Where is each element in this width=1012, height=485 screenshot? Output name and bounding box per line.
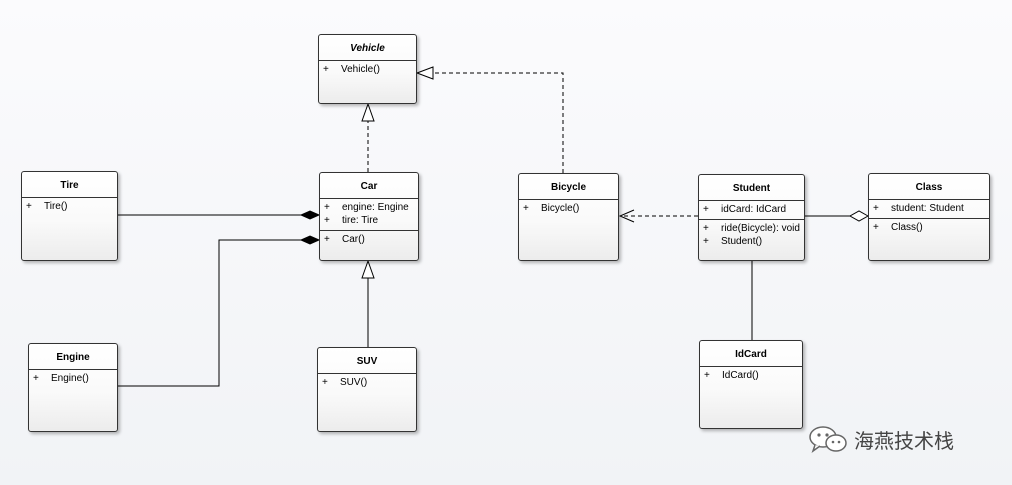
class-engine[interactable]: Engine + Engine() <box>28 343 118 432</box>
operation-text: Class() <box>891 222 923 233</box>
class-name: Student <box>699 175 804 201</box>
operation-row: + Engine() <box>29 372 117 385</box>
student-class-aggregation[interactable] <box>805 210 870 222</box>
operations-section: + Tire() <box>22 198 117 216</box>
realization-arrowhead <box>415 66 434 80</box>
visibility-marker: + <box>26 201 32 212</box>
attribute-text: tire: Tire <box>342 215 379 226</box>
operation-text: Engine() <box>51 373 89 384</box>
operation-row: + SUV() <box>318 376 416 389</box>
operation-text: ride(Bicycle): void <box>721 223 800 234</box>
operation-row: + ride(Bicycle): void <box>699 222 804 235</box>
class-name: SUV <box>318 348 416 374</box>
watermark-text: 海燕技术栈 <box>854 428 954 453</box>
class-suv[interactable]: SUV + SUV() <box>317 347 417 432</box>
class-class[interactable]: Class + student: Student + Class() <box>868 173 990 261</box>
operations-section: + Car() <box>320 230 418 249</box>
composition-diamond <box>299 235 321 245</box>
visibility-marker: + <box>703 223 709 234</box>
class-name: Bicycle <box>519 174 618 200</box>
class-tire[interactable]: Tire + Tire() <box>21 171 118 261</box>
operations-section: + Engine() <box>29 370 117 388</box>
class-name: Tire <box>22 172 117 198</box>
class-name: Class <box>869 174 989 200</box>
visibility-marker: + <box>322 377 328 388</box>
class-vehicle[interactable]: Vehicle + Vehicle() <box>318 34 417 104</box>
operations-section: + ride(Bicycle): void + Student() <box>699 219 804 251</box>
operation-row: + IdCard() <box>700 369 802 382</box>
tire-car-composition[interactable] <box>118 210 321 220</box>
attribute-text: engine: Engine <box>342 202 409 213</box>
aggregation-diamond <box>848 210 870 222</box>
operation-row: + Student() <box>699 235 804 248</box>
student-bicycle-dependency[interactable] <box>618 209 698 223</box>
attributes-section: + engine: Engine + tire: Tire <box>320 199 418 230</box>
visibility-marker: + <box>704 370 710 381</box>
operation-text: Student() <box>721 236 763 247</box>
visibility-marker: + <box>324 234 330 245</box>
class-name: Vehicle <box>319 35 416 61</box>
wechat-icon <box>809 426 847 453</box>
visibility-marker: + <box>873 203 879 214</box>
class-name: Car <box>320 173 418 199</box>
attribute-row: + idCard: IdCard <box>699 203 804 216</box>
attribute-text: student: Student <box>891 203 964 214</box>
visibility-marker: + <box>703 236 709 247</box>
visibility-marker: + <box>324 202 330 213</box>
operations-section: + Class() <box>869 218 989 237</box>
visibility-marker: + <box>33 373 39 384</box>
class-idcard[interactable]: IdCard + IdCard() <box>699 340 803 429</box>
attributes-section: + student: Student <box>869 200 989 218</box>
class-name: Engine <box>29 344 117 370</box>
operation-text: SUV() <box>340 377 368 388</box>
operation-text: IdCard() <box>722 370 759 381</box>
attribute-text: idCard: IdCard <box>721 204 787 215</box>
operation-text: Car() <box>342 234 365 245</box>
suv-car-generalization[interactable] <box>361 259 375 347</box>
operation-row: + Class() <box>869 221 989 234</box>
operation-row: + Bicycle() <box>519 202 618 215</box>
visibility-marker: + <box>324 215 330 226</box>
operation-text: Tire() <box>44 201 68 212</box>
operations-section: + Bicycle() <box>519 200 618 218</box>
bicycle-vehicle-realization[interactable] <box>415 66 564 173</box>
dependency-arrowhead <box>618 209 635 223</box>
operation-row: + Car() <box>320 233 418 246</box>
class-bicycle[interactable]: Bicycle + Bicycle() <box>518 173 619 261</box>
attribute-row: + student: Student <box>869 202 989 215</box>
operation-text: Vehicle() <box>341 64 380 75</box>
operation-text: Bicycle() <box>541 203 580 214</box>
watermark: 海燕技术栈 <box>808 424 954 454</box>
visibility-marker: + <box>323 64 329 75</box>
operation-row: + Tire() <box>22 200 117 213</box>
operations-section: + IdCard() <box>700 367 802 385</box>
generalization-arrowhead <box>361 259 375 279</box>
class-car[interactable]: Car + engine: Engine + tire: Tire + Car(… <box>319 172 419 261</box>
attributes-section: + idCard: IdCard <box>699 201 804 219</box>
class-name: IdCard <box>700 341 802 367</box>
attribute-row: + tire: Tire <box>320 214 418 227</box>
operation-row: + Vehicle() <box>319 63 416 76</box>
visibility-marker: + <box>703 204 709 215</box>
visibility-marker: + <box>523 203 529 214</box>
car-vehicle-realization[interactable] <box>361 102 375 172</box>
composition-diamond <box>299 210 321 220</box>
attribute-row: + engine: Engine <box>320 201 418 214</box>
operations-section: + Vehicle() <box>319 61 416 79</box>
class-student[interactable]: Student + idCard: IdCard + ride(Bicycle)… <box>698 174 805 261</box>
visibility-marker: + <box>873 222 879 233</box>
operations-section: + SUV() <box>318 374 416 392</box>
realization-arrowhead <box>361 102 375 122</box>
engine-car-composition[interactable] <box>118 235 321 387</box>
